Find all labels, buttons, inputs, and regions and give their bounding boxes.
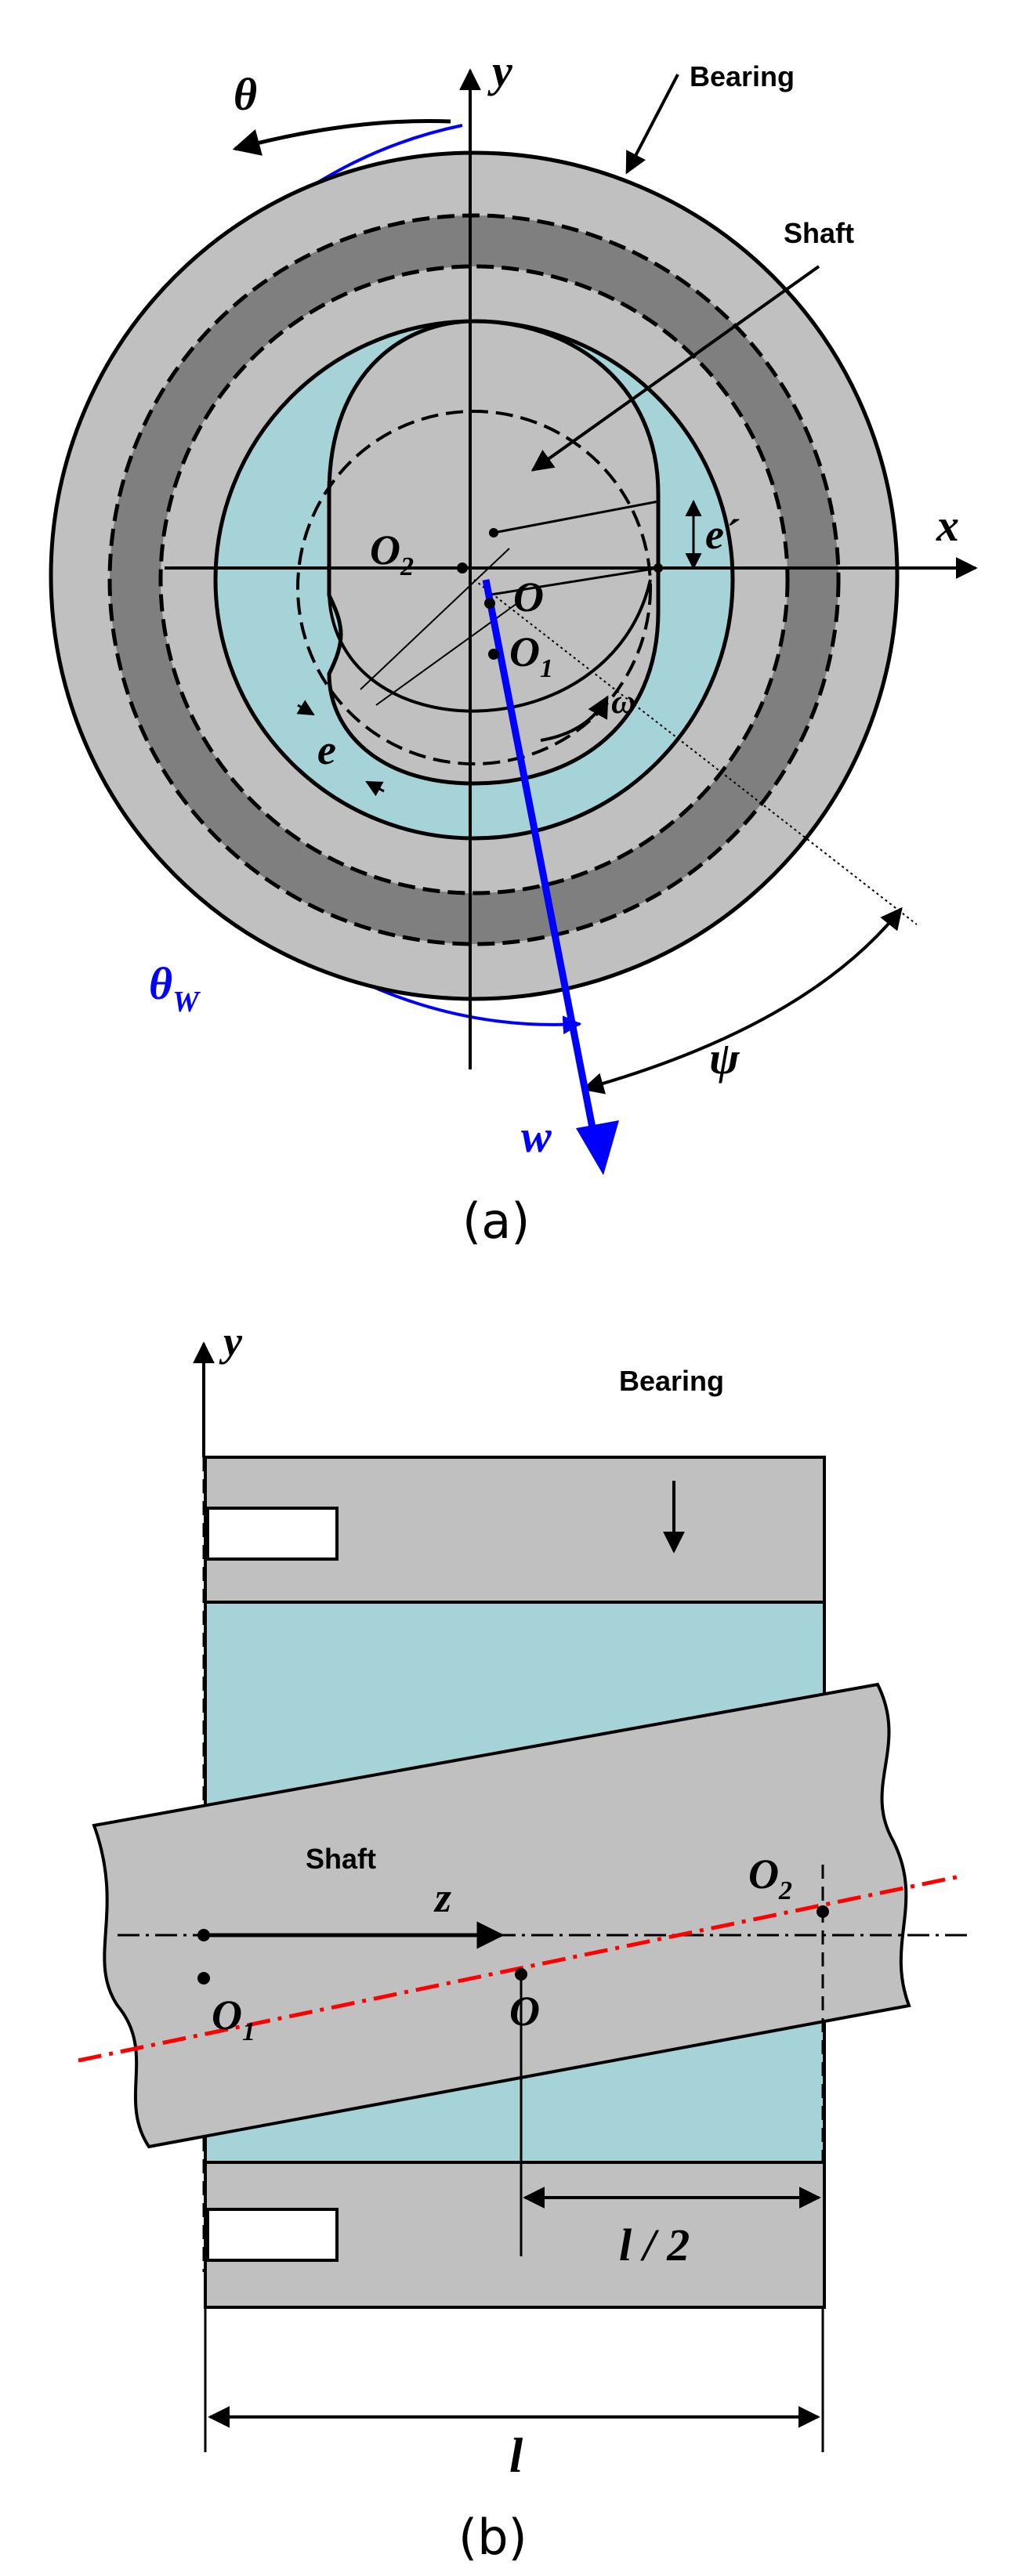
label-x: x (936, 500, 959, 551)
o2-to-eprime-line (493, 500, 659, 534)
figure-b: y Bearing Shaft z O2 O O1 l / 2 l (b) (78, 1318, 972, 2566)
o-to-x-line (485, 566, 659, 597)
e-leader-1 (360, 548, 510, 690)
label-length: l (509, 2429, 523, 2483)
label-theta: θ (234, 69, 257, 120)
label-o-a: O (513, 573, 544, 620)
label-e-prime: e´ (705, 511, 740, 558)
dotted-ref-line (473, 579, 918, 925)
label-theta-w: θW (149, 958, 201, 1018)
caption-b: (b) (458, 2509, 527, 2566)
label-e: e (317, 726, 336, 773)
label-psi: ψ (709, 1033, 741, 1084)
shaft-callout-arrow (530, 265, 820, 472)
point-x-contact (654, 563, 663, 573)
label-bearing-a: Bearing (690, 60, 795, 92)
shaft-dashed-circle (296, 410, 652, 765)
e-arrow-2 (365, 780, 385, 797)
point-o-b (515, 1968, 527, 1981)
label-o2-a: O2 (370, 526, 414, 581)
label-half-length: l / 2 (619, 2220, 690, 2270)
omega-arrow (540, 695, 609, 742)
bearing-bottom-slot (206, 2208, 339, 2262)
label-bearing-b: Bearing (619, 1365, 724, 1397)
label-shaft-a: Shaft (784, 217, 854, 249)
load-line-w (482, 579, 599, 1145)
label-w: w (521, 1111, 552, 1162)
e-arrow-1 (296, 700, 315, 716)
point-o1 (488, 649, 499, 660)
label-omega: ω (611, 682, 636, 721)
label-shaft-b: Shaft (306, 1843, 376, 1875)
point-o2-b (817, 1905, 829, 1918)
label-y-a: y (487, 45, 512, 96)
label-o2-b: O2 (748, 1851, 792, 1905)
point-o (484, 598, 495, 609)
bearing-callout-arrow (625, 74, 679, 175)
point-o2 (457, 563, 468, 573)
point-origin-b (197, 1929, 210, 1941)
caption-a: (a) (462, 1192, 530, 1250)
point-o1-b (197, 1972, 210, 1984)
label-o1-a: O1 (509, 628, 553, 683)
load-arrowhead-w (576, 1120, 619, 1175)
point-o2b (489, 528, 498, 537)
label-o-b: O (509, 1988, 540, 2035)
label-o1-b: O1 (212, 1992, 255, 2046)
psi-arrow (581, 906, 903, 1094)
tilted-shaft (92, 1682, 911, 2149)
figure-a: θ y Bearing Shaft x O2 e´ O O1 ω e θW ψ … (49, 45, 978, 1250)
label-z: z (433, 1874, 451, 1921)
theta-arrow (232, 118, 451, 156)
bearing-top-slot (206, 1507, 339, 1561)
shaft-lower-arc (328, 579, 652, 713)
label-y-b: y (219, 1318, 243, 1365)
